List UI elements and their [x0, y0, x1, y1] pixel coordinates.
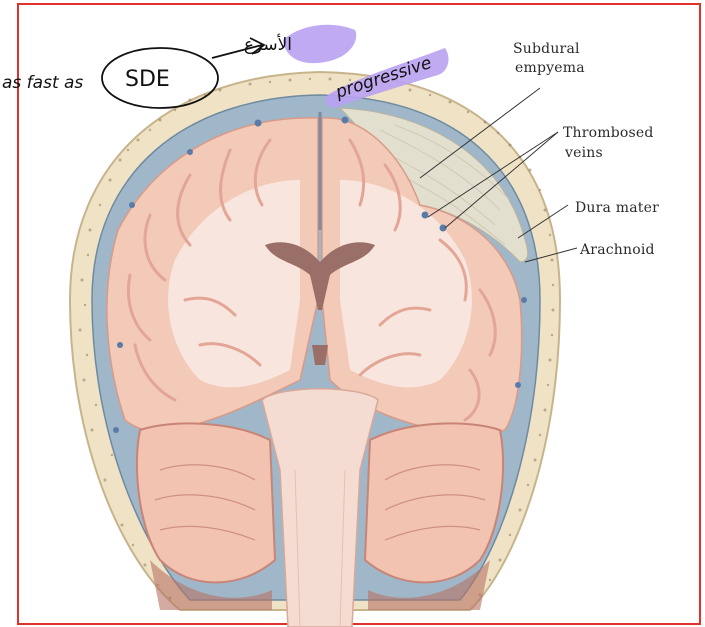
label-arachnoid: Arachnoid: [579, 242, 655, 258]
hand-sde: SDE: [125, 67, 170, 92]
label-empyema: empyema: [515, 60, 585, 76]
label-dura-mater: Dura mater: [575, 200, 659, 216]
label-veins: veins: [564, 145, 603, 161]
hand-arabic: الأسرع: [244, 34, 292, 55]
highlight-arabic: [283, 25, 356, 63]
label-subdural: Subdural: [513, 41, 580, 57]
label-thrombosed: Thrombosed: [563, 125, 654, 141]
hand-as-fast-as: as fast as: [2, 73, 83, 93]
